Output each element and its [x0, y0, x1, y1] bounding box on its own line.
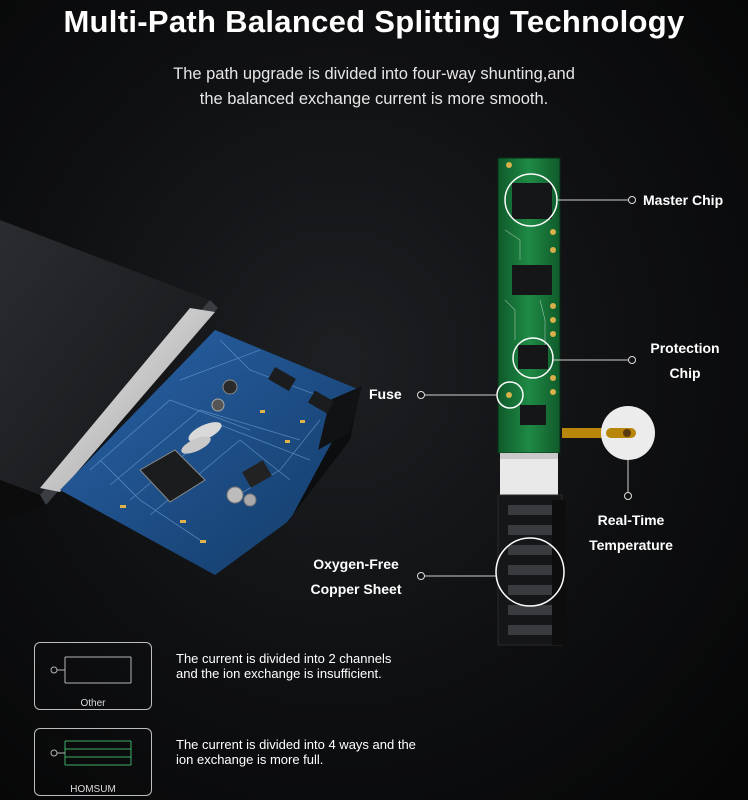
copper-sheet-label: Oxygen-Free Copper Sheet	[300, 552, 412, 602]
temperature-dot	[624, 492, 632, 500]
comparison-caption-other: Other	[80, 698, 106, 709]
page-title: Multi-Path Balanced Splitting Technology	[63, 4, 685, 39]
subtitle-line-2: the balanced exchange current is more sm…	[199, 90, 549, 108]
two-channel-diagram-icon	[50, 656, 132, 684]
callout-leader-lines	[424, 199, 630, 577]
comparison-caption-homsum: HOMSUM	[70, 784, 116, 795]
master-chip-dot	[628, 196, 636, 204]
four-way-diagram-icon	[50, 740, 132, 766]
comparison-box-homsum: HOMSUM	[34, 728, 152, 796]
copper-sheet-line1: Oxygen-Free	[313, 556, 399, 572]
real-time-temperature-label: Real-Time Temperature	[576, 508, 686, 558]
copper-sheet-line2: Copper Sheet	[310, 581, 402, 597]
protection-chip-label: Protection Chip	[640, 336, 730, 386]
copper-sheet-dot	[417, 572, 425, 580]
protection-chip-dot	[628, 356, 636, 364]
protection-chip-label-line1: Protection	[650, 340, 720, 356]
fuse-dot	[417, 391, 425, 399]
protection-chip-label-line2: Chip	[669, 365, 701, 381]
master-chip-label: Master Chip	[643, 192, 724, 208]
comparison-text-other: The current is divided into 2 channels a…	[176, 651, 392, 681]
temperature-flex-cable	[562, 406, 655, 460]
green-protection-board	[497, 157, 566, 646]
blue-circuit-board	[60, 330, 362, 575]
page-subtitle: The path upgrade is divided into four-wa…	[0, 62, 748, 112]
fuse-label: Fuse	[369, 386, 402, 402]
comparison-text-homsum: The current is divided into 4 ways and t…	[176, 737, 416, 767]
subtitle-line-1: The path upgrade is divided into four-wa…	[173, 65, 575, 83]
real-time-temperature-line2: Temperature	[589, 537, 673, 553]
comparison-box-other: Other	[34, 642, 152, 710]
battery-body	[0, 220, 218, 520]
real-time-temperature-line1: Real-Time	[597, 512, 665, 528]
